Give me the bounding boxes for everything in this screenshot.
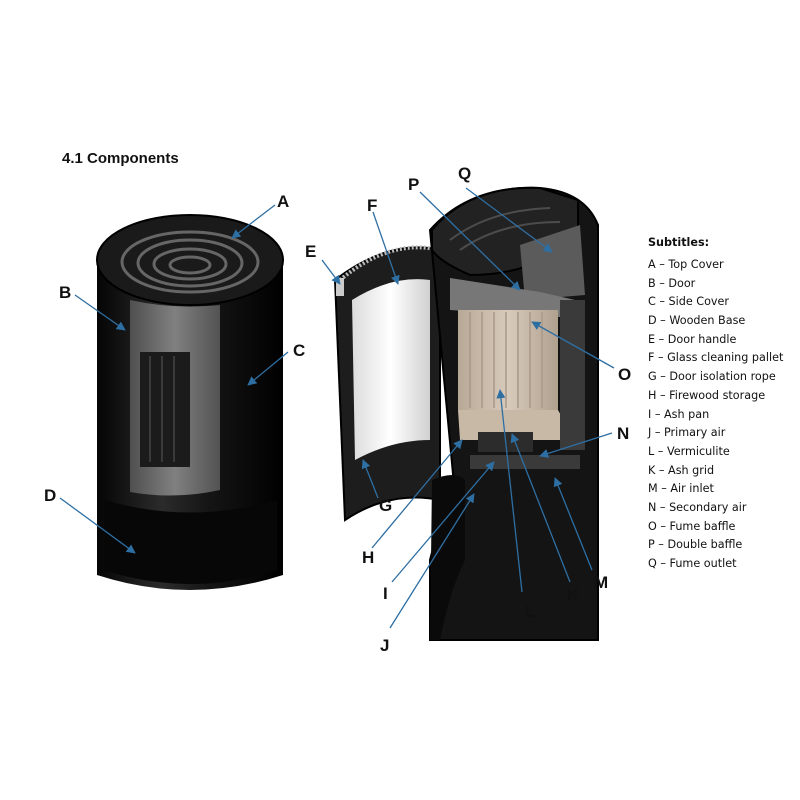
fume-outlet xyxy=(520,225,585,300)
callout-h: H xyxy=(362,548,375,567)
arrow-p xyxy=(419,191,521,291)
legend-item: F – Glass cleaning pallet xyxy=(648,351,784,365)
legend-title: Subtitles: xyxy=(648,236,710,249)
callout-m: M xyxy=(594,573,609,592)
door-glass-window xyxy=(140,352,190,467)
legend-item: I – Ash pan xyxy=(648,407,710,421)
arrow-j xyxy=(389,493,475,629)
callout-q: Q xyxy=(458,164,472,183)
callout-a: A xyxy=(277,192,290,211)
legend-item: A – Top Cover xyxy=(648,258,724,271)
callout-n: N xyxy=(617,424,630,443)
callout-g: G xyxy=(379,496,393,515)
legend-item: H – Firewood storage xyxy=(648,388,766,402)
legend-item: G – Door isolation rope xyxy=(648,370,776,384)
callout-d: D xyxy=(44,486,57,505)
inner-side-panel xyxy=(560,300,585,450)
legend-item: D – Wooden Base xyxy=(648,314,746,328)
top-cover-vents xyxy=(120,230,260,294)
callout-l: L xyxy=(525,602,536,621)
legend-item: N – Secondary air xyxy=(648,500,747,514)
callout-i: I xyxy=(383,584,388,603)
ash-pan xyxy=(470,455,580,469)
callout-c: C xyxy=(293,341,306,360)
arrow-o xyxy=(531,321,615,369)
legend-item: Q – Fume outlet xyxy=(648,557,737,570)
callout-f: F xyxy=(367,196,378,215)
callout-o: O xyxy=(618,365,632,384)
callout-j: J xyxy=(380,636,390,655)
arrow-m xyxy=(553,477,593,571)
section-heading: 4.1 Components xyxy=(62,150,179,167)
callout-p: P xyxy=(408,175,420,194)
door-glass xyxy=(352,279,430,460)
callout-arrows xyxy=(59,187,615,629)
cutaway-stove xyxy=(428,186,599,641)
arrow-b xyxy=(74,294,126,331)
legend-item: J – Primary air xyxy=(648,426,726,440)
firebox-back-wall xyxy=(458,310,558,410)
arrow-h xyxy=(371,439,463,549)
legend-item: M – Air inlet xyxy=(648,482,714,496)
firewood-storage xyxy=(430,475,465,640)
double-baffle xyxy=(450,278,575,318)
legend-item: E – Door handle xyxy=(648,332,737,346)
arrow-c xyxy=(247,351,289,386)
door-handle xyxy=(336,278,344,296)
legend-item: O – Fume baffle xyxy=(648,519,736,533)
wooden-base xyxy=(104,500,277,584)
arrow-i xyxy=(391,461,495,583)
glass-cleaning-pallet xyxy=(338,245,441,282)
arrow-q xyxy=(465,187,553,253)
callout-k: K xyxy=(567,586,580,605)
legend-item: B – Door xyxy=(648,276,696,290)
legend-item: K – Ash grid xyxy=(648,463,715,477)
assembled-stove xyxy=(96,214,284,590)
exploded-door xyxy=(333,245,441,522)
legend-item: C – Side Cover xyxy=(648,295,730,309)
callout-b: B xyxy=(59,283,72,302)
arrow-l xyxy=(496,389,523,593)
arrow-k xyxy=(510,433,571,583)
legend-item: P – Double baffle xyxy=(648,538,743,552)
arrow-g xyxy=(361,459,379,499)
subtitles-legend: Subtitles: A – Top Cover B – Door C – Si… xyxy=(648,236,783,576)
legend-item: L – Vermiculite xyxy=(648,444,730,458)
arrow-n xyxy=(539,432,613,458)
arrow-e xyxy=(321,259,341,285)
arrow-f xyxy=(372,211,400,285)
arrow-d xyxy=(59,497,136,554)
callout-e: E xyxy=(305,242,317,261)
arrow-a xyxy=(231,204,276,239)
